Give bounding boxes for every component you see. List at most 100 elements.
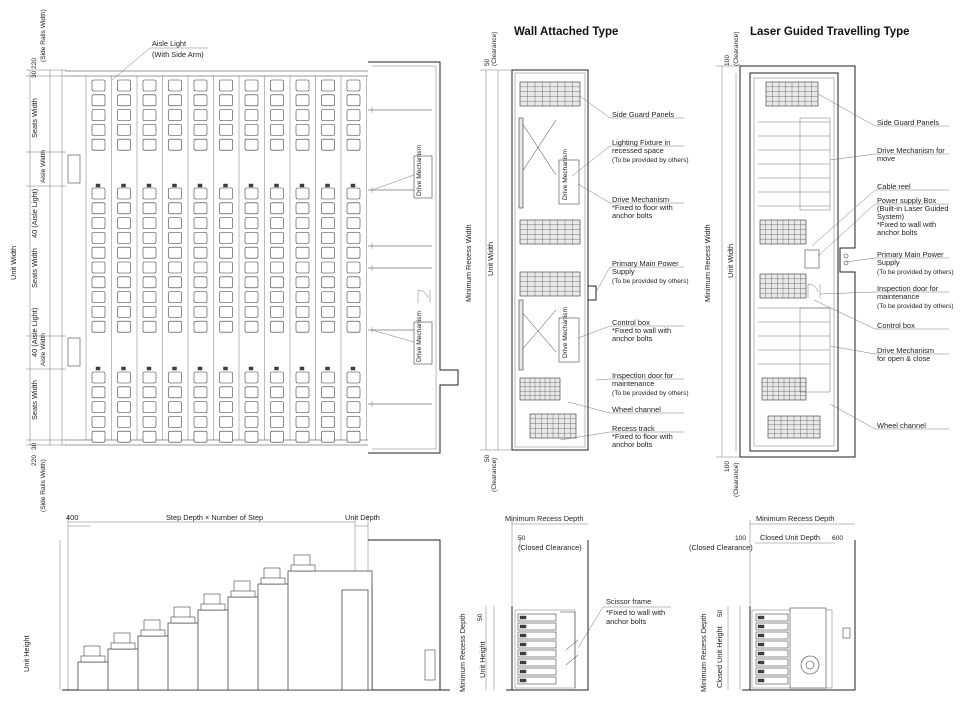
seat-4-9	[321, 138, 335, 151]
seat-12-2	[142, 291, 157, 303]
seat-6-6	[244, 202, 259, 215]
clearance-top-mid: (Clearance)	[491, 32, 498, 66]
seat-3-2	[142, 124, 157, 136]
min-recess-width-mid: Minimum Recess Width	[464, 224, 473, 302]
seat-14-6	[244, 320, 259, 333]
seat-18-0	[91, 416, 106, 428]
right-callout-8-line-0: Wheel channel	[877, 421, 926, 430]
drive-mechanism-box-1	[413, 155, 433, 199]
seat-7-10	[346, 217, 361, 229]
dim-30-bottom: 30	[31, 442, 38, 450]
seat-17-7	[270, 401, 284, 413]
recess-outline-right	[739, 65, 856, 458]
seats-width-2: Seats Width	[30, 248, 39, 288]
aisle-step-2	[67, 337, 81, 367]
seat-14-2	[142, 320, 157, 333]
seat-12-9	[321, 291, 335, 303]
seat-12-8	[295, 291, 310, 303]
seat-0-5	[219, 79, 233, 92]
seat-11-8	[295, 276, 310, 289]
seat-13-8	[295, 306, 310, 318]
seat-2-9	[321, 109, 335, 121]
seat-13-2	[142, 306, 157, 318]
seat-8-3	[168, 232, 182, 244]
seat-5-8	[295, 187, 310, 200]
seat-1-10	[346, 94, 361, 107]
wall-attached-heading: Wall Attached Type	[514, 26, 618, 38]
dim-50-right: 50	[717, 609, 724, 617]
right-callout-4-note: (To be provided by others)	[877, 269, 954, 276]
drive-mechanism-label-1: Drive Mechanism	[416, 145, 423, 196]
seat-16-8	[295, 386, 310, 399]
clearance-bot-val-mid: 50	[484, 454, 491, 462]
clearance-top-val-mid: 50	[484, 58, 491, 66]
seat-14-8	[295, 320, 310, 333]
tiered-steps	[77, 554, 373, 691]
dim-50-mid: 50	[477, 613, 484, 621]
inspection-door-right	[807, 283, 821, 298]
seat-7-3	[168, 217, 182, 229]
right-callout-2-line-0: Cable reel	[877, 182, 911, 191]
seat-17-2	[142, 401, 157, 413]
seat-1-3	[168, 94, 182, 107]
aisle-light-dot	[299, 366, 305, 371]
section-left: 400 Step Depth × Number of Step Unit Dep…	[22, 513, 450, 691]
seat-17-8	[295, 401, 310, 413]
seat-8-7	[270, 232, 284, 244]
seat-18-7	[270, 416, 284, 428]
stacked-row-mid-4	[517, 649, 557, 658]
stacked-row-right-3	[755, 640, 789, 649]
dim-100-right: 100	[735, 535, 746, 542]
seat-1-8	[295, 94, 310, 107]
mid-callout-0-line-0: Side Guard Panels	[612, 110, 674, 119]
stacked-row-mid-7	[517, 676, 557, 685]
aisle-width-2: Aisle Width	[40, 333, 47, 366]
stacked-row-mid-5	[517, 658, 557, 667]
seat-14-10	[346, 320, 361, 333]
seat-2-0	[91, 109, 106, 121]
seat-15-6	[244, 371, 259, 384]
seat-5-4	[193, 187, 208, 200]
seat-5-6	[244, 187, 259, 200]
seat-7-0	[91, 217, 106, 229]
seat-19-5	[219, 430, 233, 443]
seat-8-6	[244, 232, 259, 244]
seat-2-3	[168, 109, 182, 121]
seat-19-2	[142, 430, 157, 443]
seat-15-1	[117, 371, 131, 384]
seat-3-3	[168, 124, 182, 136]
seat-12-5	[219, 291, 233, 303]
clearance-bot-val-right: 100	[724, 461, 731, 472]
aisle-light-dot	[248, 366, 254, 371]
seat-5-9	[321, 187, 335, 200]
seat-18-5	[219, 416, 233, 428]
inspection-door-left	[417, 289, 431, 303]
right-callout-7-line-1: for open & close	[877, 354, 930, 363]
seat-8-10	[346, 232, 361, 244]
mid-callout-7-note-0: *Fixed to floor with	[612, 432, 673, 441]
seat-7-6	[244, 217, 259, 229]
closed-unit-height-label: Closed Unit Height	[715, 626, 724, 688]
seat-17-0	[91, 401, 106, 413]
mid-callout-4-line-0: Control box	[612, 318, 650, 327]
seat-3-5	[219, 124, 233, 136]
seat-9-1	[117, 246, 131, 259]
min-recess-width-right: Minimum Recess Width	[703, 224, 712, 302]
seat-7-7	[270, 217, 284, 229]
seat-0-4	[193, 79, 208, 92]
aisle-width-1: Aisle Width	[40, 150, 47, 183]
unit-width-mid: Unit Width	[486, 242, 495, 276]
seat-14-9	[321, 320, 335, 333]
mid-callout-3-line-1: Supply	[612, 267, 635, 276]
seat-12-4	[193, 291, 208, 303]
seat-3-0	[91, 124, 106, 136]
seat-2-2	[142, 109, 157, 121]
seat-10-0	[91, 261, 106, 274]
seat-2-5	[219, 109, 233, 121]
aisle-light-dot	[350, 366, 356, 371]
side-rails-width-bottom: (Side Rails Width)	[40, 459, 47, 512]
seat-4-10	[346, 138, 361, 151]
seat-19-7	[270, 430, 284, 443]
